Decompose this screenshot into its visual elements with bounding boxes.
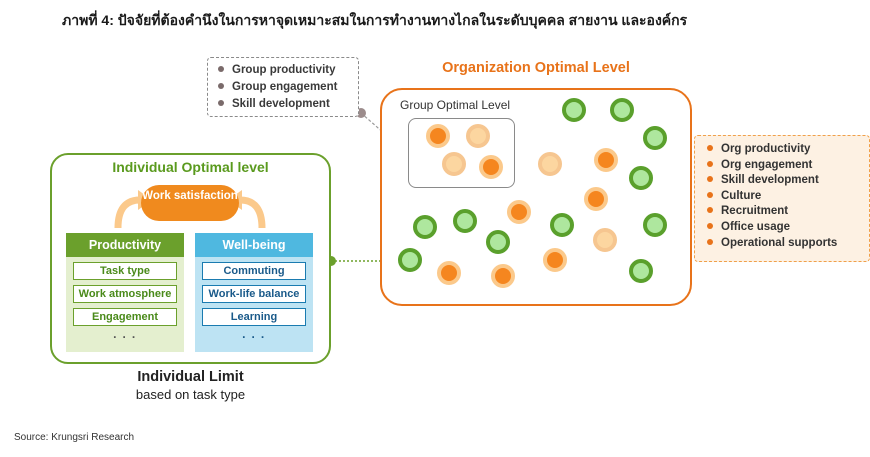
person-circle-icon (593, 228, 617, 252)
org-factor-item: Operational supports (707, 236, 869, 252)
group-optimal-box (408, 118, 515, 188)
wellbeing-item: Work-life balance (202, 285, 306, 303)
person-circle-icon (610, 98, 634, 122)
person-circle-icon (550, 213, 574, 237)
person-circle-icon (466, 124, 490, 148)
bullet-icon (707, 222, 713, 229)
person-circle-icon (507, 200, 531, 224)
bullet-icon (707, 238, 713, 245)
arrow-left-icon (114, 196, 141, 229)
org-factor-item: Skill development (707, 173, 869, 189)
org-factor-item: Recruitment (707, 204, 869, 220)
source-note: Source: Krungsri Research (14, 432, 135, 443)
productivity-more: · · · (113, 330, 137, 344)
person-circle-icon (426, 124, 450, 148)
person-circle-icon (629, 259, 653, 283)
person-circle-icon (486, 230, 510, 254)
person-circle-icon (562, 98, 586, 122)
bullet-icon (707, 191, 713, 198)
bullet-icon (707, 207, 713, 214)
person-circle-icon (398, 248, 422, 272)
person-circle-icon (437, 261, 461, 285)
wellbeing-item: Commuting (202, 262, 306, 280)
person-circle-icon (643, 126, 667, 150)
person-circle-icon (491, 264, 515, 288)
person-circle-icon (538, 152, 562, 176)
person-circle-icon (453, 209, 477, 233)
person-circle-icon (594, 148, 618, 172)
group-optimal-label: Group Optimal Level (400, 98, 511, 112)
productivity-item: Engagement (73, 308, 177, 326)
bullet-icon (707, 160, 713, 167)
arrow-right-icon (239, 196, 266, 229)
person-circle-icon (584, 187, 608, 211)
individual-title: Individual Optimal level (112, 159, 269, 175)
organization-title: Organization Optimal Level (442, 60, 630, 76)
productivity-header: Productivity (66, 233, 184, 257)
person-circle-icon (643, 213, 667, 237)
individual-limit-title: Individual Limit (137, 369, 244, 385)
org-factor-item: Office usage (707, 220, 869, 236)
organization-factors-callout: Org productivity Org engagement Skill de… (694, 135, 870, 262)
individual-limit-subtitle: based on task type (135, 387, 246, 402)
work-satisfaction-badge: Work satisfaction (141, 185, 239, 221)
bullet-icon (707, 144, 713, 151)
bullet-icon (218, 82, 224, 89)
wellbeing-item: Learning (202, 308, 306, 326)
bullet-icon (707, 176, 713, 183)
bullet-icon (218, 99, 224, 106)
wellbeing-column: Well-being Commuting Work-life balance L… (195, 233, 313, 352)
bullet-icon (218, 65, 224, 72)
wellbeing-more: · · · (242, 330, 266, 344)
person-circle-icon (442, 152, 466, 176)
org-factor-item: Culture (707, 189, 869, 205)
person-circle-icon (479, 155, 503, 179)
productivity-column: Productivity Task type Work atmosphere E… (66, 233, 184, 352)
group-factor-item: Group productivity (218, 62, 358, 79)
group-factor-item: Group engagement (218, 79, 358, 96)
org-factor-item: Org engagement (707, 158, 869, 174)
group-factors-callout: Group productivity Group engagement Skil… (207, 57, 359, 117)
group-factor-item: Skill development (218, 96, 358, 113)
productivity-item: Work atmosphere (73, 285, 177, 303)
person-circle-icon (629, 166, 653, 190)
productivity-item: Task type (73, 262, 177, 280)
person-circle-icon (413, 215, 437, 239)
org-factor-item: Org productivity (707, 142, 869, 158)
person-circle-icon (543, 248, 567, 272)
wellbeing-header: Well-being (195, 233, 313, 257)
page-title: ภาพที่ 4: ปัจจัยที่ต้องคำนึงในการหาจุดเห… (62, 12, 688, 28)
